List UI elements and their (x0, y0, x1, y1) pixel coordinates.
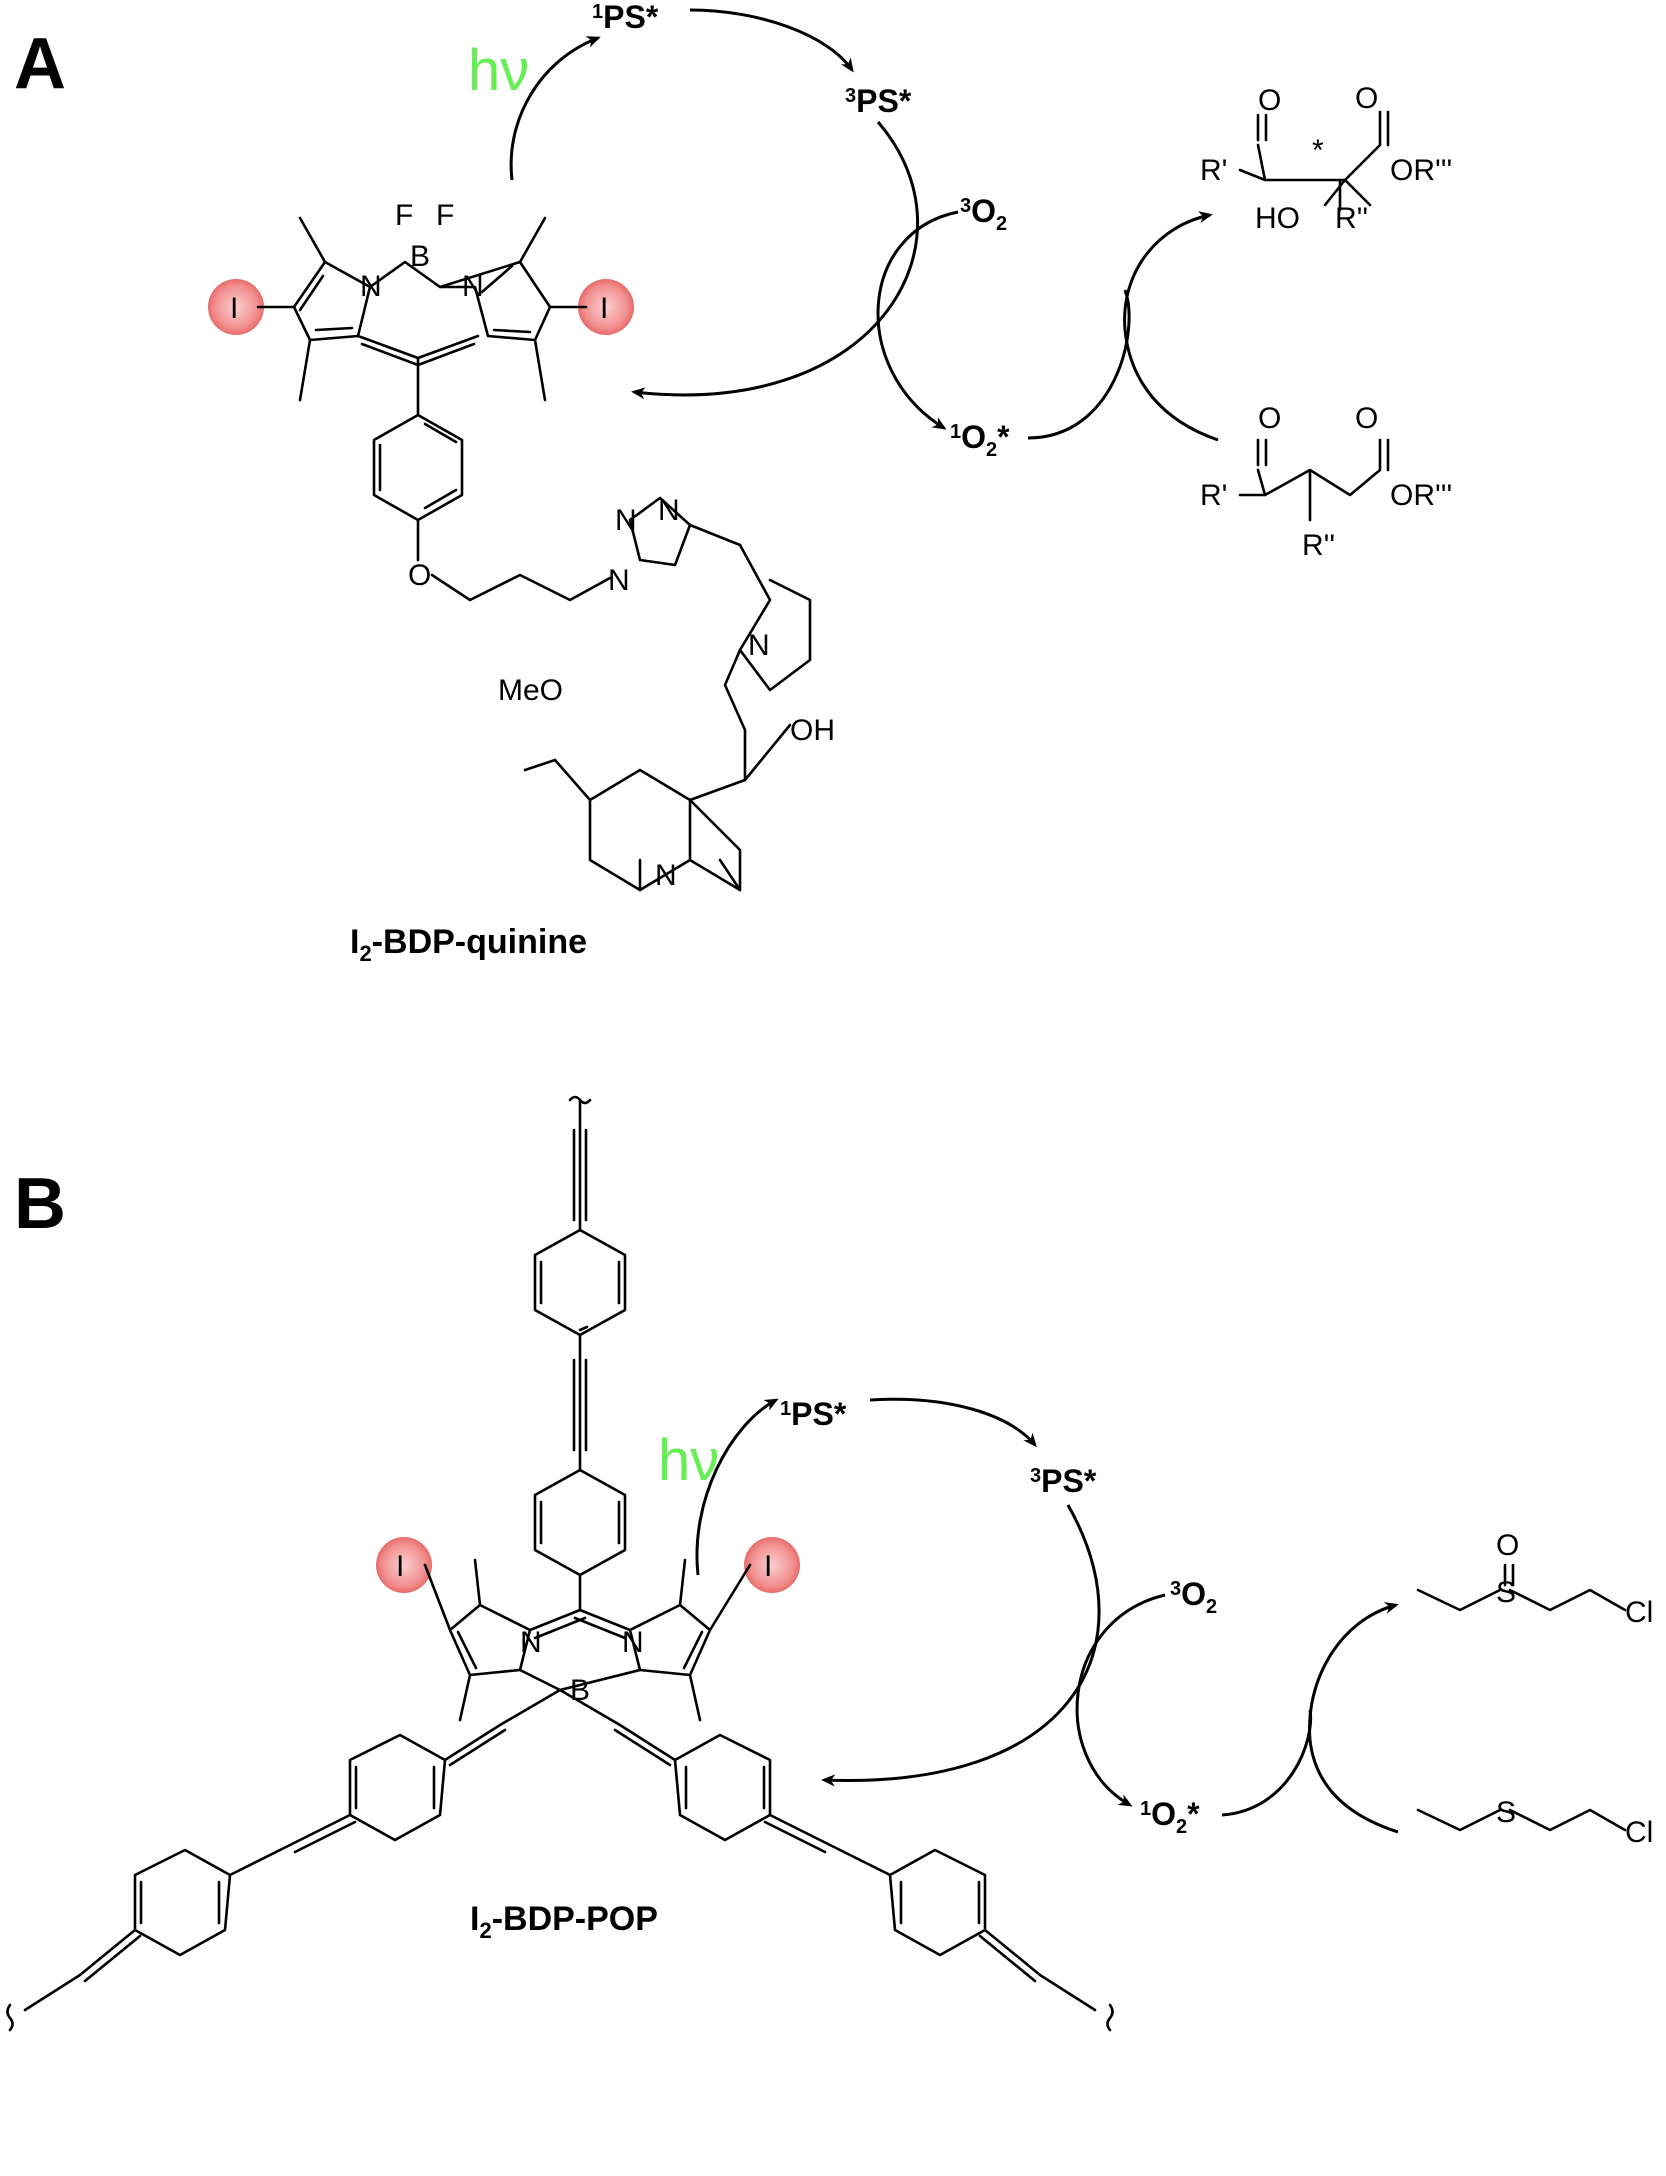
excitation-arrow-b (695, 1398, 779, 1576)
o2-ground-label-a: 3O2 (960, 193, 1007, 235)
atom-o: O (408, 559, 431, 592)
atom-b-b: B (570, 1674, 590, 1707)
oxidation-path-b (1221, 1709, 1313, 1817)
atom-i1-b: I (396, 1550, 404, 1583)
atom-n-quinuclidine: N (748, 629, 770, 662)
sulfoxide-product: O S Cl (1416, 1529, 1653, 1629)
product-arrow-a (1123, 211, 1213, 331)
substrate-arrow-a (1123, 329, 1219, 442)
energy-transfer-arrow-a (876, 210, 959, 430)
bdp-core-bonds-a (256, 216, 812, 892)
atom-f2: F (436, 199, 454, 232)
iodine-highlight-right-a (578, 279, 634, 335)
substrate-or3: OR''' (1390, 479, 1452, 512)
caption-a: I2-BDP-quinine (350, 923, 587, 966)
product-r2: R'' (1335, 202, 1368, 235)
product-ho: HO (1255, 202, 1300, 235)
atom-n2: N (462, 270, 484, 303)
iodine-highlight-right-b (744, 1537, 800, 1593)
atom-i1: I (230, 292, 238, 325)
methoxy-group: MeO (498, 674, 563, 707)
atom-n2-b: N (622, 1626, 644, 1659)
ps3-label-a: 3PS* (845, 83, 912, 119)
panel-a: A hν 1PS* 3PS* 3O2 1O2* (14, 0, 1452, 966)
o2-singlet-label-b: 1O2* (1140, 1796, 1200, 1838)
atom-n1-b: N (520, 1626, 542, 1659)
oxidation-path-a (1027, 289, 1131, 440)
atom-f1: F (395, 199, 413, 232)
o2-singlet-label-a: 1O2* (950, 419, 1010, 461)
panel-a-letter: A (14, 24, 66, 104)
ps3-label-b: 3PS* (1030, 1463, 1097, 1499)
substrate-arrow-b (1308, 1739, 1399, 1834)
atom-n-tri2: N (615, 504, 637, 537)
bdp-quinine-structure: F F B N N I I O N N N N MeO OH N I2-BDP-… (208, 199, 835, 966)
isc-arrow-b (869, 1397, 1037, 1448)
atom-n-tri3: N (658, 494, 680, 527)
hydroxylation-substrate: O O R' OR''' R'' (1200, 402, 1452, 562)
atom-n1: N (360, 270, 382, 303)
o2-ground-label-b: 3O2 (1170, 1576, 1217, 1618)
hv-label-b: hν (658, 1428, 719, 1493)
substrate-oxygen-1: O (1258, 402, 1281, 435)
isc-arrow-a (689, 8, 854, 73)
catalytic-cycle-b: hν 1PS* 3PS* 3O2 1O2* (658, 1396, 1399, 1838)
ps1-label-b: 1PS* (780, 1396, 847, 1432)
relaxation-arrow-b (821, 1504, 1101, 1787)
sulfoxide-chlorine: Cl (1625, 1596, 1653, 1629)
panel-b-letter: B (14, 1164, 66, 1244)
excitation-arrow-a (509, 36, 601, 181)
bdp-pop-bonds (6, 1095, 1114, 2032)
iodine-highlight-left-a (208, 279, 264, 335)
caption-b: I2-BDP-POP (470, 1900, 658, 1943)
energy-transfer-arrow-b (1075, 1593, 1166, 1807)
hv-label-a: hν (468, 38, 529, 103)
hydroxylation-product: O O R' * OR''' HO R'' (1200, 82, 1452, 235)
sulfoxide-oxygen: O (1496, 1529, 1519, 1562)
sulfoxide-sulfur: S (1496, 1576, 1516, 1609)
atom-i2: I (600, 292, 608, 325)
product-arrow-b (1308, 1602, 1399, 1741)
sulfide-sulfur: S (1496, 1796, 1516, 1829)
ps1-label-a: 1PS* (592, 0, 659, 35)
sulfide-substrate: S Cl (1416, 1796, 1653, 1849)
product-oxygen-1: O (1258, 84, 1281, 117)
sulfide-chlorine: Cl (1625, 1816, 1653, 1849)
product-or3: OR''' (1390, 154, 1452, 187)
relaxation-arrow-a (631, 121, 919, 400)
substrate-r1: R' (1200, 479, 1227, 512)
atom-n-pyridine: N (655, 859, 677, 892)
product-stereocenter: * (1312, 134, 1324, 167)
iodine-highlight-left-b (376, 1537, 432, 1593)
product-oxygen-2: O (1355, 82, 1378, 115)
hydroxyl-group: OH (790, 714, 835, 747)
product-r1: R' (1200, 154, 1227, 187)
substrate-r2: R'' (1302, 529, 1335, 562)
panel-b: B hν 1PS* 3PS* 3O2 1O2* (6, 1095, 1653, 2032)
substrate-oxygen-2: O (1355, 402, 1378, 435)
atom-i2-b: I (764, 1550, 772, 1583)
atom-b: B (410, 240, 430, 273)
atom-n-tri1: N (608, 564, 630, 597)
bdp-pop-structure: I I N N B I2-BDP-POP (6, 1095, 1114, 2032)
catalytic-cycle-a: hν 1PS* 3PS* 3O2 1O2* (468, 0, 1219, 461)
